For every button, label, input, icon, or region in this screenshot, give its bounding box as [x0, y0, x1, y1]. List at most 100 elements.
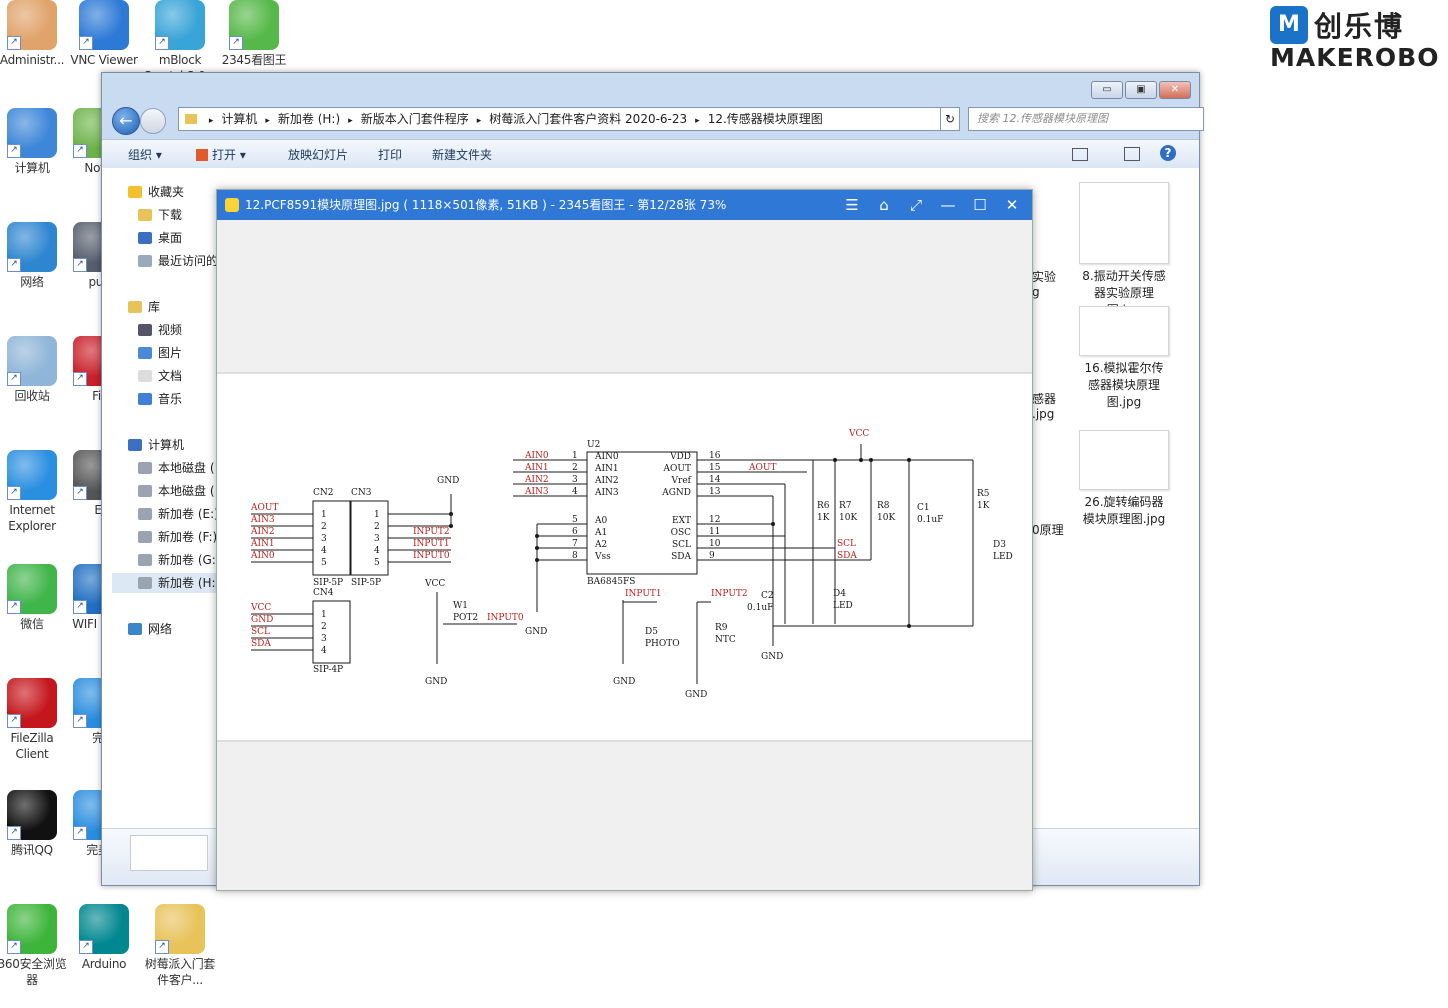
image-canvas[interactable]: CN2 CN3 CN4 SIP-5P SIP-5P SIP-4P GND VCC… [217, 372, 1032, 742]
nav-item[interactable]: 计算机 [128, 435, 184, 455]
nav-item[interactable]: 文档 [138, 366, 182, 386]
print-button[interactable]: 打印 [378, 148, 403, 162]
desktop-icon-ie[interactable]: ↗Internet Explorer [0, 450, 68, 534]
breadcrumb-item[interactable]: 12.传感器模块原理图 [707, 112, 823, 126]
nav-item-label: 新加卷 (F:) [158, 530, 218, 544]
schem-label: VCC [848, 429, 869, 439]
chip-pin-right: VDD [669, 452, 691, 462]
desktop-icon-kantu[interactable]: ↗2345看图王 [218, 0, 290, 68]
kantu-icon: ↗ [229, 0, 279, 50]
desktop-icon-label: 360安全浏览器 [0, 957, 67, 987]
nav-item[interactable]: 图片 [138, 343, 182, 363]
maximize-button[interactable]: ▣ [1125, 81, 1157, 99]
nav-item[interactable]: 下载 [138, 205, 182, 225]
breadcrumb-item[interactable]: 新加卷 (H:) [277, 112, 341, 126]
back-button[interactable]: ← [112, 107, 140, 135]
nav-item[interactable]: 新加卷 (G: [138, 550, 216, 570]
schem-label: GND [685, 690, 707, 700]
breadcrumb-separator-icon[interactable]: ▸ [695, 116, 700, 126]
skin-icon[interactable]: ⌂ [879, 196, 889, 214]
minimize-icon[interactable]: — [940, 196, 956, 214]
nav-item[interactable]: 最近访问的 [138, 251, 218, 271]
chip-pin-left: AIN1 [594, 464, 619, 474]
desktop-icon-browser360[interactable]: ↗360安全浏览器 [0, 904, 68, 988]
desktop-icon-pi_folder[interactable]: ↗树莓派入门套件客户... [144, 904, 216, 988]
net-label: SCL [837, 539, 856, 549]
disk-icon [138, 485, 152, 497]
nav-item[interactable]: 本地磁盘 ( [138, 481, 215, 501]
nav-item-label: 文档 [158, 369, 183, 383]
slideshow-button[interactable]: 放映幻灯片 [288, 148, 349, 162]
search-input[interactable]: 搜索 12.传感器模块原理图 [968, 107, 1204, 131]
file-item[interactable]: 26.旋转编码器模块原理图.jpg [1079, 430, 1169, 528]
desktop-icon-filezilla[interactable]: ↗FileZilla Client [0, 678, 68, 762]
address-bar[interactable]: ▸ 计算机 ▸ 新加卷 (H:) ▸ 新版本入门套件程序 ▸ 树莓派入门套件客户资料 2020… [178, 107, 946, 131]
partial-file-label: .jpg [1032, 407, 1055, 421]
desktop-icon-network[interactable]: ↗网络 [0, 222, 68, 290]
net-label: AIN3 [524, 487, 549, 497]
preview-pane-icon[interactable] [1124, 147, 1140, 161]
minimize-button[interactable]: ▭ [1091, 81, 1123, 99]
breadcrumb-item[interactable]: 新版本入门套件程序 [360, 112, 469, 126]
organize-button[interactable]: 组织 ▾ [128, 148, 162, 162]
desktop-icon-qq[interactable]: ↗腾讯QQ [0, 790, 68, 858]
desktop-icon-label: 网络 [20, 275, 44, 289]
nav-item[interactable]: 网络 [128, 619, 172, 639]
vnc-icon: ↗ [79, 0, 129, 50]
help-button[interactable]: ? [1160, 145, 1176, 161]
schem-label: NTC [715, 635, 736, 645]
breadcrumb-separator-icon[interactable]: ▸ [208, 116, 214, 126]
image-viewer-window: 12.PCF8591模块原理图.jpg ( 1118×501像素, 51KB )… [216, 189, 1033, 891]
nav-item[interactable]: 本地磁盘 ( [138, 458, 215, 478]
chip-pin-number: 4 [572, 487, 578, 497]
schem-label: PHOTO [645, 639, 680, 649]
schem-label: C1 [917, 503, 930, 513]
desktop-icon-label: Arduino [81, 957, 127, 971]
schem-label: D5 [645, 627, 658, 637]
nav-item[interactable]: 库 [128, 297, 160, 317]
desktop-icon-admin[interactable]: ↗Administr... [0, 0, 68, 68]
breadcrumb-item[interactable]: 计算机 [221, 112, 258, 126]
nav-item[interactable]: 新加卷 (H: [112, 573, 218, 593]
lib-icon [128, 301, 142, 313]
nav-item[interactable]: 新加卷 (F:) [138, 527, 217, 547]
shortcut-arrow-icon: ↗ [155, 36, 169, 50]
u2-chip [586, 451, 698, 575]
schem-label: R7 [839, 501, 852, 511]
desktop-icon-vnc[interactable]: ↗VNC Viewer [68, 0, 140, 68]
open-button[interactable]: 打开 ▾ [196, 146, 246, 163]
close-button[interactable]: ✕ [1159, 81, 1191, 99]
desktop-icon-arduino[interactable]: ↗Arduino [68, 904, 140, 972]
breadcrumb-separator-icon[interactable]: ▸ [476, 116, 482, 126]
maximize-icon[interactable]: ☐ [973, 196, 987, 214]
fullscreen-icon[interactable]: ⤢ [909, 196, 922, 214]
nav-item[interactable]: 桌面 [138, 228, 182, 248]
desktop-icon-wechat[interactable]: ↗微信 [0, 564, 68, 632]
shortcut-arrow-icon: ↗ [79, 36, 93, 50]
desktop-icon-computer[interactable]: ↗计算机 [0, 108, 68, 176]
desktop-icon-label: 树莓派入门套件客户... [144, 957, 216, 987]
refresh-button[interactable]: ↻ [940, 107, 960, 131]
schem-label: GND [525, 627, 547, 637]
schem-label: 10K [877, 513, 895, 523]
breadcrumb-item[interactable]: 树莓派入门套件客户资料 2020-6-23 [489, 112, 688, 126]
forward-button[interactable] [140, 108, 166, 134]
computer-icon: ↗ [7, 108, 57, 158]
file-item[interactable]: 16.模拟霍尔传感器模块原理图.jpg [1079, 306, 1169, 411]
close-icon[interactable]: ✕ [1005, 196, 1019, 214]
schem-label: CN2 [313, 488, 334, 498]
wechat-icon: ↗ [7, 564, 57, 614]
desktop-icon-recycle[interactable]: ↗回收站 [0, 336, 68, 404]
chip-pin-right: OSC [671, 528, 692, 538]
nav-item[interactable]: 新加卷 (E:) [138, 504, 219, 524]
view-options-icon[interactable] [1072, 148, 1088, 161]
file-item[interactable]: 8.振动开关传感器实验原理图.jpg [1079, 182, 1169, 319]
nav-item[interactable]: 音乐 [138, 389, 182, 409]
shortcut-arrow-icon: ↗ [7, 372, 21, 386]
breadcrumb-separator-icon[interactable]: ▸ [265, 116, 270, 126]
breadcrumb-separator-icon[interactable]: ▸ [348, 116, 353, 126]
nav-item[interactable]: 收藏夹 [128, 182, 184, 202]
menu-icon[interactable]: ☰ [845, 196, 859, 214]
nav-item[interactable]: 视频 [138, 320, 182, 340]
new-folder-button[interactable]: 新建文件夹 [432, 148, 493, 162]
